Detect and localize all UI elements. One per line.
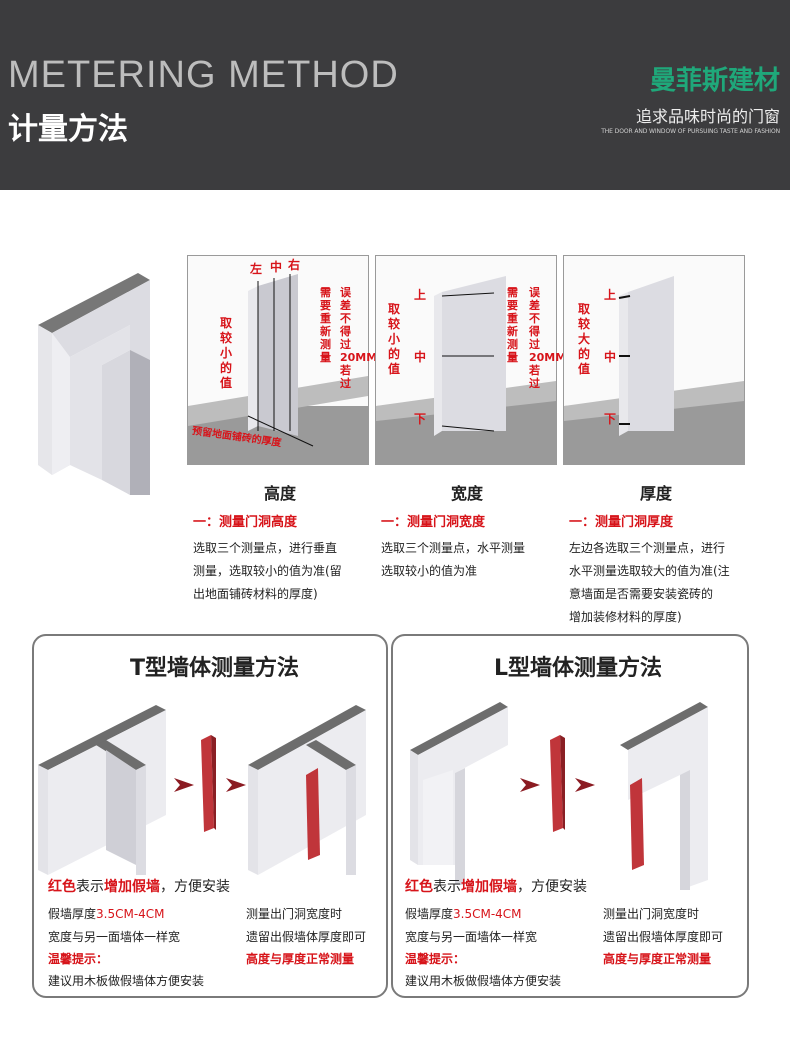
brand-tagline: THE DOOR AND WINDOW OF PURSUING TASTE AN…: [601, 128, 780, 135]
l-right-line3: 高度与厚度正常测量: [603, 952, 712, 966]
width-step-text: 选取三个测量点，水平测量 选取较小的值为准: [381, 541, 526, 578]
t-width-note: 宽度与另一面墙体一样宽: [48, 930, 181, 944]
marker-right: 右: [288, 258, 301, 272]
door-frame-illustration: [38, 273, 150, 495]
marker-middle: 中: [604, 350, 617, 364]
l-thickness-note: 假墙厚度3.5CM-4CM: [405, 907, 522, 921]
marker-top: 上: [604, 288, 617, 302]
l-width-note: 宽度与另一面墙体一样宽: [405, 930, 538, 944]
height-label: 高度: [263, 484, 296, 503]
t-tip-label: 温馨提示：: [48, 952, 109, 966]
t-tip-text: 建议用木板做假墙体方便安装: [48, 974, 205, 988]
marker-bottom: 下: [414, 412, 427, 426]
l-right-line1: 测量出门洞宽度时: [603, 907, 700, 921]
thickness-label: 厚度: [639, 484, 672, 503]
t-right-line3: 高度与厚度正常测量: [246, 952, 355, 966]
l-tip-label: 温馨提示：: [405, 952, 466, 966]
marker-left: 左: [250, 262, 263, 276]
left-note: 取较大的值: [578, 302, 591, 376]
width-label: 宽度: [450, 484, 483, 503]
page-header: [0, 0, 790, 190]
marker-top: 上: [414, 288, 427, 302]
right-note-b: 需要重新测量: [320, 286, 331, 364]
t-wall-illustration: [38, 705, 366, 875]
marker-bottom: 下: [604, 412, 617, 426]
l-wall-illustration: [410, 702, 708, 890]
marker-middle: 中: [414, 350, 427, 364]
t-wall-title: T型墙体测量方法: [130, 656, 300, 681]
width-panel: 上 中 下 取较小的值 误差不得过20MM若过 需要重新测量: [375, 255, 567, 465]
right-note-a: 误差不得过20MM若过: [340, 286, 378, 390]
t-right-line1: 测量出门洞宽度时: [246, 907, 343, 921]
l-tip-text: 建议用木板做假墙体方便安装: [405, 974, 562, 988]
height-panel: 左 中 右 取较小的值 误差不得过20MM若过 需要重新测量 预留地面铺砖的厚度: [187, 255, 378, 465]
thickness-step-title: 一：测量门洞厚度: [569, 515, 674, 530]
width-step-title: 一：测量门洞宽度: [381, 515, 486, 530]
title-chinese: 计量方法: [8, 112, 128, 147]
t-thickness-note: 假墙厚度3.5CM-4CM: [48, 907, 165, 921]
right-note-b: 需要重新测量: [507, 286, 518, 364]
thickness-panel: 上 中 下 取较大的值: [563, 255, 745, 465]
brand-logo: 曼菲斯建材: [649, 66, 780, 96]
marker-middle: 中: [270, 260, 283, 274]
title-english: METERING METHOD: [8, 54, 399, 96]
l-wall-title: L型墙体测量方法: [494, 656, 663, 681]
left-note: 取较小的值: [220, 316, 233, 390]
right-note-a: 误差不得过20MM若过: [529, 286, 567, 390]
t-right-line2: 遗留出假墙体厚度即可: [246, 930, 367, 944]
t-red-legend: 红色表示增加假墙，方便安装: [48, 879, 230, 895]
l-red-legend: 红色表示增加假墙，方便安装: [405, 879, 587, 895]
height-step-title: 一：测量门洞高度: [193, 515, 298, 530]
thickness-step-text: 左边各选取三个测量点，进行 水平测量选取较大的值为准(注 意墙面是否需要安装瓷砖…: [569, 541, 730, 624]
brand-slogan: 追求品味时尚的门窗: [635, 107, 780, 126]
l-right-line2: 遗留出假墙体厚度即可: [603, 930, 724, 944]
height-step-text: 选取三个测量点，进行垂直 测量，选取较小的值为准(留 出地面铺砖材料的厚度): [193, 541, 342, 601]
left-note: 取较小的值: [388, 302, 401, 376]
